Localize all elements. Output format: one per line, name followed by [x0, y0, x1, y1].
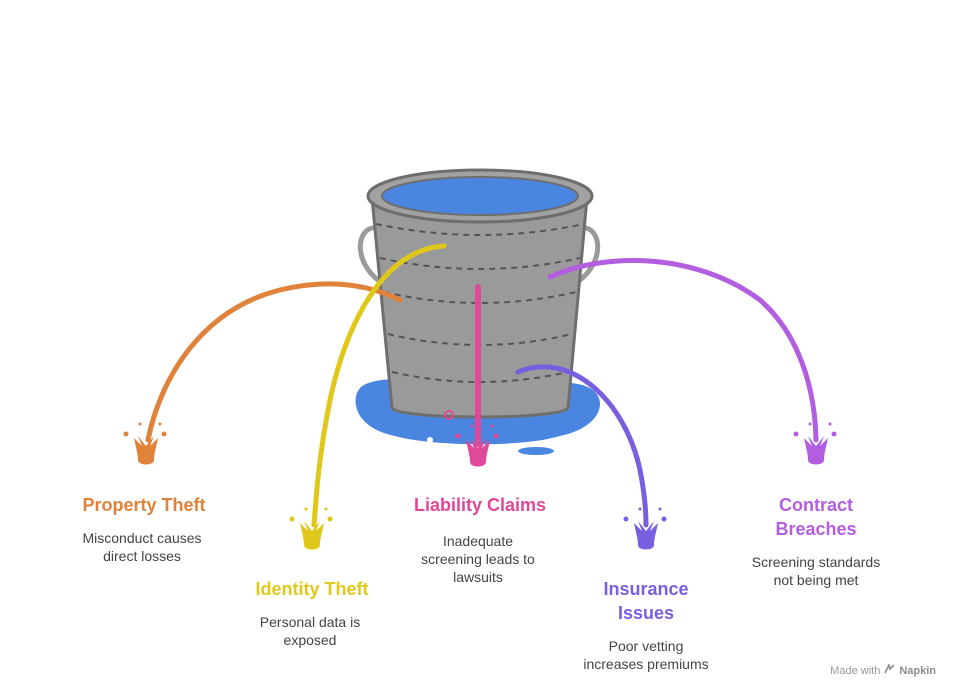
splash-drop [828, 422, 832, 426]
bucket-handle [357, 225, 601, 283]
liability-drop [444, 410, 454, 420]
desc-line: increases premiums [583, 656, 709, 672]
splash-shape [134, 436, 158, 465]
splash-drop [793, 431, 799, 437]
splash-drop [808, 422, 812, 426]
contract-breaches-title: Contract Breaches [716, 493, 916, 541]
splash-drop [493, 433, 499, 439]
title-line: Breaches [775, 519, 857, 539]
desc-line: Misconduct causes [82, 530, 202, 546]
splash-drop [490, 424, 494, 428]
bucket [366, 168, 594, 419]
desc-line: Inadequate [442, 533, 514, 549]
property-theft-splash [123, 422, 167, 465]
title-line: Issues [617, 603, 675, 623]
napkin-brand-label: Napkin [899, 664, 936, 677]
insurance-issues-title: Insurance Issues [546, 577, 746, 625]
contract-breaches-stream [547, 258, 819, 443]
splash-drop [161, 431, 167, 437]
desc-line: lawsuits [453, 569, 503, 585]
desc-line: Poor vetting [608, 638, 684, 654]
splash-drop [623, 516, 629, 522]
splash-drop [289, 516, 295, 522]
identity-theft-stream [311, 243, 447, 528]
identity-theft-splash [289, 507, 333, 550]
title-line: Contract [778, 495, 853, 515]
contract-breaches-description: Screening standards not being met [716, 553, 916, 589]
splash-drop [123, 431, 129, 437]
desc-line: screening leads to [421, 551, 535, 567]
made-with-label: Made with [830, 664, 881, 677]
insurance-issues-stream [515, 364, 649, 528]
insurance-issues-description: Poor vetting increases premiums [556, 637, 736, 673]
splash-drop [304, 507, 308, 511]
splash-drop [324, 507, 328, 511]
splash-shape [634, 521, 658, 550]
desc-line: exposed [283, 632, 337, 648]
desc-line: Personal data is [259, 614, 361, 630]
insurance-issues-splash [623, 507, 667, 550]
property-theft-stream [145, 281, 403, 443]
splash-drop [470, 424, 474, 428]
splash-shape [300, 521, 324, 550]
splash-drop [455, 433, 461, 439]
splash-drop [158, 422, 162, 426]
napkin-logo-icon [884, 662, 895, 677]
liability-claims-splash [455, 424, 499, 467]
splash-drop [831, 431, 837, 437]
identity-theft-title: Identity Theft [255, 579, 369, 599]
liability-claims-description: Inadequate screening leads to lawsuits [388, 532, 568, 586]
splash-drop [658, 507, 662, 511]
splash-shape [466, 438, 490, 467]
identity-theft-description: Personal data is exposed [220, 613, 400, 649]
splash-drop [327, 516, 333, 522]
splash-drop [638, 507, 642, 511]
contract-breaches-splash [793, 422, 837, 465]
made-with-napkin-footer[interactable]: Made with Napkin [830, 662, 936, 677]
property-theft-description: Misconduct causes direct losses [52, 529, 232, 565]
property-theft-title: Property Theft [82, 495, 206, 515]
desc-line: direct losses [103, 548, 181, 564]
splash-drop [661, 516, 667, 522]
title-line: Insurance [603, 579, 689, 599]
desc-line: not being met [773, 572, 859, 588]
splash-shape [804, 436, 828, 465]
desc-line: Screening standards [751, 554, 881, 570]
splash-drop [138, 422, 142, 426]
liability-claims-title: Liability Claims [413, 495, 547, 515]
